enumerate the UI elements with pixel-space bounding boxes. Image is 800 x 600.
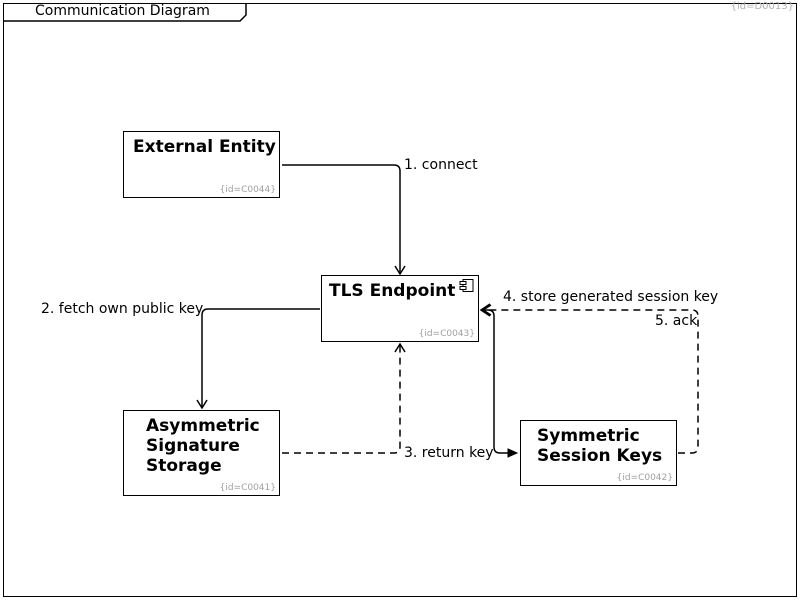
- node-external-entity[interactable]: External Entity {id=C0044}: [123, 131, 280, 198]
- edge-connect: [282, 164, 406, 276]
- node-title-external-entity: External Entity: [133, 137, 276, 157]
- component-icon: [459, 279, 474, 292]
- node-title-tls-endpoint: TLS Endpoint: [329, 281, 456, 301]
- node-id-asymmetric-signature-storage: {id=C0041}: [219, 483, 276, 493]
- diagram-id-label: {id=D0013}: [730, 1, 794, 12]
- diagram-frame-tab: [3, 3, 247, 22]
- node-id-symmetric-session-keys: {id=C0042}: [616, 473, 673, 483]
- message-label-return-key: 3. return key: [404, 445, 494, 461]
- message-label-store-session-key: 4. store generated session key: [503, 289, 719, 305]
- diagram-frame: [3, 3, 797, 597]
- message-label-ack: 5. ack: [655, 313, 698, 329]
- edge-return-key: [282, 342, 406, 454]
- node-tls-endpoint[interactable]: TLS Endpoint {id=C0043}: [321, 275, 479, 342]
- message-label-fetch-key: 2. fetch own public key: [41, 301, 204, 317]
- edge-fetch-key: [196, 308, 320, 410]
- node-asymmetric-signature-storage[interactable]: Asymmetric Signature Storage {id=C0041}: [123, 410, 280, 496]
- node-id-tls-endpoint: {id=C0043}: [418, 329, 475, 339]
- node-id-external-entity: {id=C0044}: [219, 185, 276, 195]
- node-title-symmetric-session-keys: Symmetric Session Keys: [537, 426, 663, 466]
- message-label-connect: 1. connect: [404, 157, 478, 173]
- edge-ack: [481, 304, 699, 454]
- node-symmetric-session-keys[interactable]: Symmetric Session Keys {id=C0042}: [520, 420, 677, 486]
- diagram-title: Communication Diagram: [35, 3, 210, 19]
- node-title-asymmetric-signature-storage: Asymmetric Signature Storage: [146, 416, 260, 476]
